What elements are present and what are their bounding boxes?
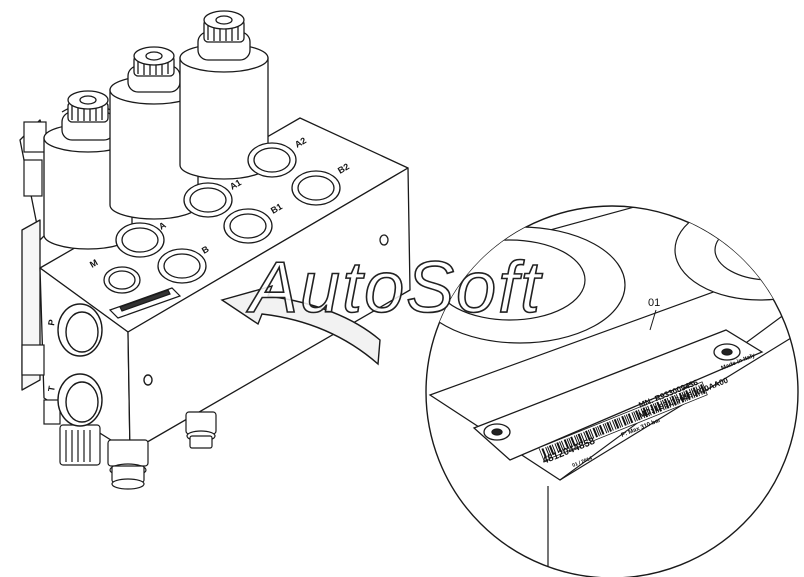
barcode-bar	[563, 439, 570, 450]
barcode-bar	[560, 440, 566, 451]
barcode-bar	[625, 414, 631, 425]
barcode-bar	[602, 423, 608, 434]
barcode-bar	[690, 388, 696, 398]
barcode-bar	[587, 429, 593, 440]
barcode-bar	[551, 444, 557, 455]
bottom-fittings	[21, 344, 217, 490]
barcode-bar	[604, 423, 610, 433]
label-m: M	[88, 257, 99, 269]
barcode-bar	[556, 442, 562, 453]
barcode-bar	[692, 387, 699, 398]
barcode-bar	[666, 397, 672, 408]
barcode-bar	[575, 434, 581, 445]
barcode-bar	[554, 443, 560, 453]
barcode-bar	[642, 407, 649, 418]
barcode-bar	[656, 401, 663, 412]
barcode-bar	[606, 421, 612, 432]
barcode-bar	[695, 386, 701, 396]
side-connector	[23, 121, 47, 197]
watermark: AutoSoft	[246, 248, 543, 328]
label-b2: B2	[336, 161, 351, 175]
barcode-bar	[545, 447, 550, 457]
barcode-bar	[573, 435, 579, 446]
label-b: B	[200, 244, 211, 256]
pointer-arrow	[220, 284, 381, 366]
barcode-bar	[616, 418, 622, 428]
barcode-bar	[652, 403, 658, 414]
barcode-bar	[570, 436, 576, 447]
valve-nameplate-small	[108, 287, 182, 319]
barcode-bar	[548, 445, 555, 456]
barcode-bar	[674, 394, 679, 405]
barcode-bar	[688, 388, 694, 399]
barcode-bar	[597, 426, 602, 436]
port-labels: A2 B2 A1 B1 A B M P T	[46, 135, 351, 392]
barcode-bar	[583, 431, 588, 442]
barcode-bar	[669, 396, 675, 407]
barcode-bar	[598, 424, 605, 435]
barcode-bar	[577, 433, 584, 444]
barcode-bar	[631, 412, 637, 422]
barcode-bar	[609, 421, 614, 431]
barcode-bar	[681, 391, 687, 402]
barcode-bar	[699, 384, 706, 395]
label-b1: B1	[269, 201, 284, 215]
barcode-bar	[623, 415, 629, 425]
barcode-bar	[683, 391, 688, 401]
label-p: P	[46, 319, 57, 327]
barcode-bar	[585, 430, 591, 441]
barcode-bar	[637, 409, 643, 420]
barcode-bar	[635, 410, 641, 421]
barcode-bar	[678, 392, 685, 403]
barcode-bar	[698, 385, 703, 395]
solenoid-coil-3	[179, 10, 269, 180]
barcode-bar	[592, 427, 599, 438]
label-a2: A2	[293, 135, 308, 149]
barcode-bar	[645, 406, 650, 417]
barcode-bar	[671, 395, 677, 406]
barcode-bar	[660, 400, 665, 411]
barcode-bar	[559, 441, 564, 452]
barcode-bar	[580, 432, 586, 443]
barcode-bar	[640, 408, 646, 419]
barcode-bar	[663, 398, 670, 409]
barcode-bar	[647, 405, 652, 416]
barcode-bar	[618, 417, 624, 428]
barcode	[538, 381, 708, 462]
barcode-bar	[685, 390, 691, 401]
solenoid-coil-2	[109, 46, 199, 220]
barcode-bar	[568, 437, 574, 448]
label-a1: A1	[228, 177, 243, 191]
callout-01: 01	[648, 297, 660, 331]
front-ports	[57, 303, 153, 427]
barcode-bar	[621, 415, 627, 426]
barcode-bar	[649, 404, 656, 415]
barcode-bar	[661, 399, 667, 410]
barcode-bar	[566, 438, 572, 449]
barcode-bar	[589, 429, 595, 439]
label-t: T	[46, 385, 57, 393]
nameplate	[472, 329, 764, 462]
barcode-bar	[611, 420, 617, 430]
barcode-bar	[541, 448, 548, 459]
barcode-bar	[613, 418, 620, 429]
barcode-bar	[627, 413, 634, 424]
barcode-bar	[633, 411, 638, 422]
label-a: A	[157, 220, 168, 232]
barcode-bar	[675, 394, 681, 404]
top-ports	[103, 142, 389, 294]
barcode-bar	[547, 446, 552, 456]
barcode-bar	[595, 426, 600, 437]
barcode-bar	[654, 402, 660, 413]
callout-number: 01	[648, 297, 660, 309]
